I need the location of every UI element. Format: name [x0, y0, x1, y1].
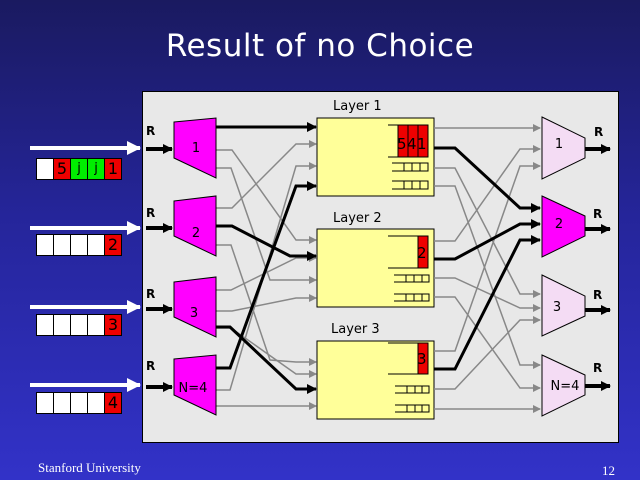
output-mux-label: 2: [555, 217, 563, 232]
output-mux-3: [541, 274, 586, 337]
rate-label: R: [146, 206, 155, 220]
active-wire: [216, 224, 317, 261]
rate-label: R: [146, 124, 155, 138]
rate-label: R: [593, 361, 602, 375]
input-queue-1: 5 j j 1: [36, 158, 122, 180]
queue-cell: [54, 315, 71, 335]
idle-wire: [434, 185, 541, 369]
layer-queue-value: 3: [417, 350, 427, 368]
queue-cell: [88, 393, 105, 413]
layer-1-label: Layer 1: [333, 99, 382, 114]
output-mux-label: 1: [555, 137, 563, 152]
layer-queue-cell: [417, 235, 429, 269]
layer-queue-value: 2: [417, 244, 427, 262]
layer-queue-cell: [417, 124, 429, 158]
layer-queue-value: 1: [417, 135, 427, 153]
queue-cell: 4: [105, 393, 121, 413]
input-mux-1: [173, 117, 217, 179]
queue-cell: [54, 393, 71, 413]
queue-cell: [37, 393, 54, 413]
queue-cell: [71, 315, 88, 335]
queue-cell: 2: [105, 235, 121, 255]
idle-wire: [216, 162, 317, 391]
idle-wire: [434, 162, 541, 352]
idle-wire: [216, 149, 317, 244]
layer-queue-value: 4: [407, 135, 417, 153]
active-wire: [434, 219, 541, 261]
idle-wire: [434, 167, 541, 298]
input-mux-2: [173, 195, 217, 257]
queue-cell: [37, 315, 54, 335]
active-wire: [434, 146, 541, 213]
output-mux-2: [541, 195, 586, 258]
layer-2-label: Layer 2: [333, 211, 382, 226]
input-mux-label: 3: [190, 306, 198, 321]
output-mux-label: 3: [553, 300, 561, 315]
slide-title: Result of no Choice: [165, 28, 475, 64]
output-mux-1: [541, 116, 586, 180]
idle-wire: [216, 254, 317, 291]
output-mux-4: [541, 354, 586, 417]
input-queue-3: 3: [36, 314, 122, 336]
layer-queue-value: 5: [397, 135, 407, 153]
queue-cell: [88, 315, 105, 335]
rate-label: R: [146, 287, 155, 301]
input-mux-label: 2: [192, 226, 200, 241]
queue-cell: [71, 235, 88, 255]
input-mux-3: [173, 276, 217, 338]
idle-wire: [216, 244, 317, 366]
input-queue-4: 4: [36, 392, 122, 414]
input-mux-label: 1: [192, 141, 200, 156]
rate-label: R: [146, 359, 155, 373]
queue-cell: [88, 235, 105, 255]
queue-cell: [54, 235, 71, 255]
idle-wire: [216, 167, 317, 284]
active-wire: [434, 235, 541, 371]
queue-cell: [71, 393, 88, 413]
idle-wire: [216, 294, 317, 312]
input-mux-label: N=4: [179, 381, 208, 396]
queue-cell: j: [88, 159, 105, 179]
queue-cell: j: [71, 159, 88, 179]
queue-cell: [37, 159, 54, 179]
layer-queue-cell: [417, 342, 429, 375]
output-mux-label: N=4: [551, 379, 580, 394]
queue-cell: 5: [54, 159, 71, 179]
idle-wire: [434, 316, 541, 390]
input-queue-2: 2: [36, 234, 122, 256]
active-wire: [216, 181, 317, 370]
idle-wire: [216, 140, 317, 209]
idle-wire: [434, 145, 541, 242]
active-wire: [216, 325, 317, 394]
rate-label: R: [593, 207, 602, 221]
page-number: 12: [602, 463, 615, 478]
idle-wire: [434, 277, 541, 312]
queue-cell: 3: [105, 315, 121, 335]
queue-cell: 1: [105, 159, 121, 179]
idle-wire: [434, 296, 541, 392]
layer-3-label: Layer 3: [331, 322, 380, 337]
rate-label: R: [594, 125, 603, 139]
footer-institution: Stanford University: [38, 460, 141, 475]
input-mux-4: [173, 354, 217, 416]
queue-cell: [37, 235, 54, 255]
rate-label: R: [593, 288, 602, 302]
